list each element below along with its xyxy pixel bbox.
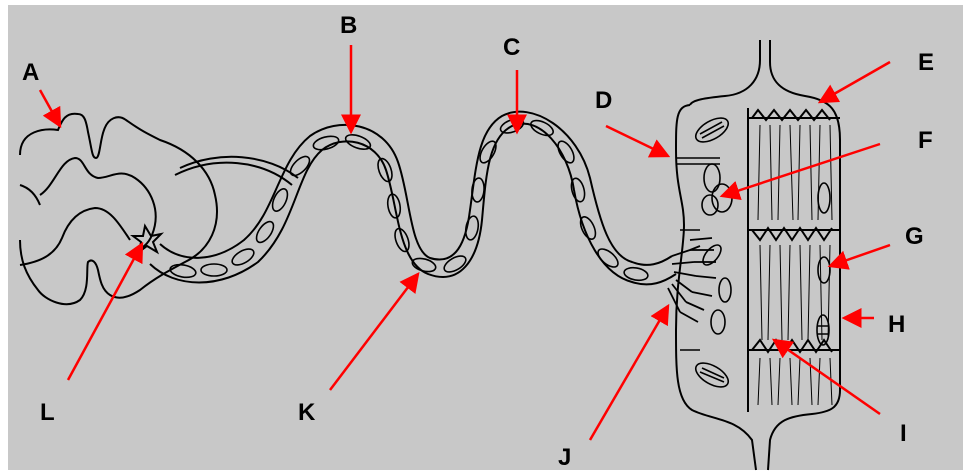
arrow-l bbox=[68, 244, 142, 380]
arrow-f bbox=[722, 144, 880, 196]
label-f: F bbox=[918, 127, 933, 154]
label-l: L bbox=[40, 399, 55, 426]
arrow-d bbox=[606, 126, 668, 156]
label-b: B bbox=[340, 12, 357, 39]
label-j: J bbox=[558, 444, 571, 471]
arrow-e bbox=[820, 62, 890, 102]
label-g: G bbox=[905, 223, 924, 250]
arrow-j bbox=[590, 306, 668, 440]
nerve-branch bbox=[175, 163, 292, 185]
label-c: C bbox=[503, 34, 520, 61]
myofibril-striations bbox=[758, 125, 832, 405]
label-a: A bbox=[22, 59, 39, 86]
motor-neuron-cell-body bbox=[133, 226, 161, 252]
spinal-cord bbox=[20, 114, 217, 304]
arrow-i bbox=[774, 340, 880, 414]
arrow-k bbox=[330, 274, 418, 390]
pointer-arrows bbox=[40, 45, 890, 440]
muscle-fiber bbox=[676, 40, 840, 470]
label-h: H bbox=[888, 311, 905, 338]
label-d: D bbox=[595, 87, 612, 114]
myelinated-axon bbox=[150, 112, 676, 285]
label-e: E bbox=[918, 49, 934, 76]
label-i: I bbox=[900, 420, 907, 447]
arrow-a bbox=[40, 90, 60, 126]
label-k: K bbox=[298, 399, 316, 426]
